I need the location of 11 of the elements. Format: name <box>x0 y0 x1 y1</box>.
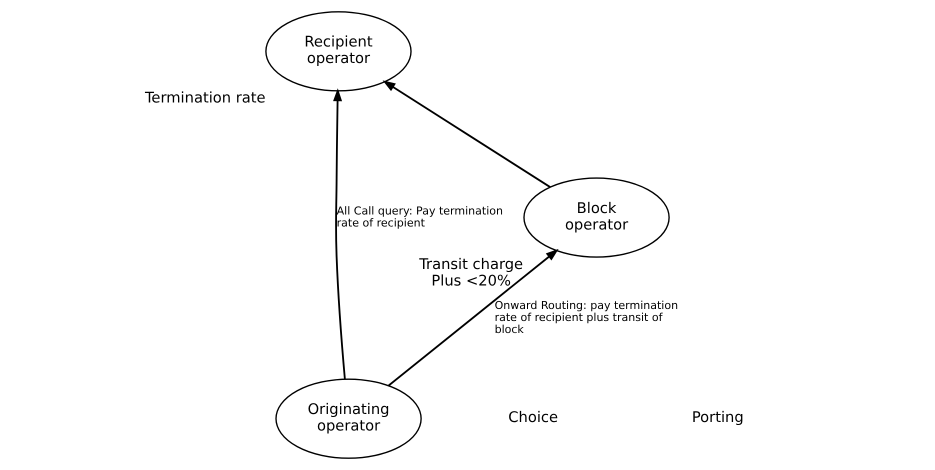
arrow <box>382 80 551 188</box>
edge-label: All Call query: Pay termination rate of recipient <box>336 204 504 230</box>
node-ellipse: Block operator <box>523 177 670 258</box>
node-label: Transit charge Plus <20% <box>419 256 524 290</box>
arrow <box>333 88 346 380</box>
label: Porting <box>692 409 744 426</box>
node-label: Termination rate <box>144 90 266 107</box>
arrow <box>388 248 559 386</box>
label: Choice <box>508 409 558 426</box>
edge-label: Onward Routing: pay termination rate of recipient plus transit of block <box>494 299 678 336</box>
node-ellipse: Originating operator <box>275 378 422 459</box>
